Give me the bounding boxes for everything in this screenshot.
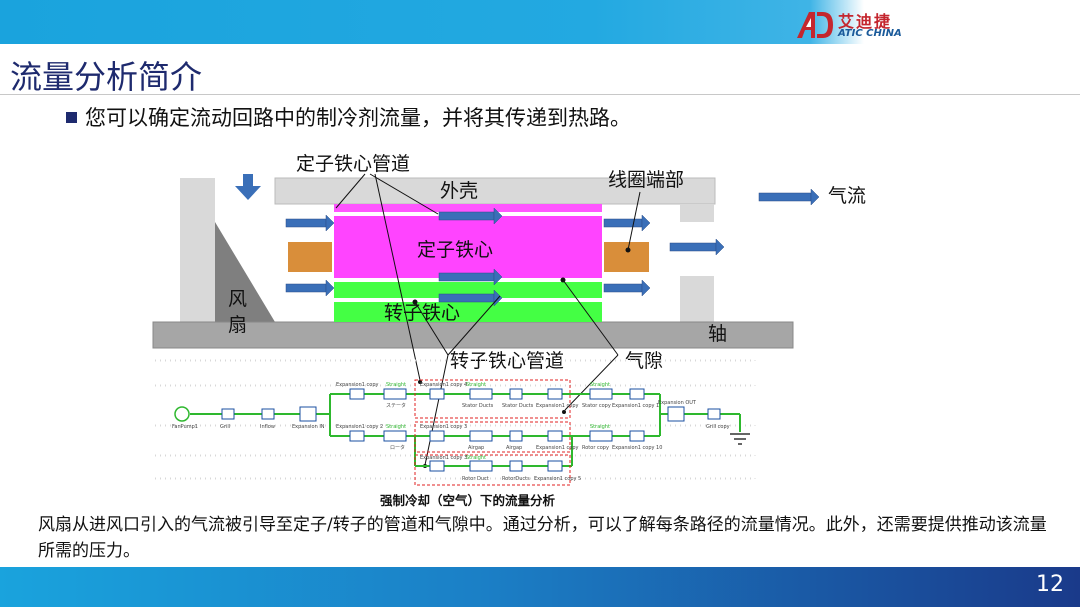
ground-icon [730, 433, 750, 445]
node-label: Expansion1 copy 4 [420, 382, 467, 388]
node-label: FanPump1 [172, 424, 198, 430]
label-fan-1: 风 [228, 288, 247, 310]
node-label: Stator copy [582, 403, 611, 409]
logo-chinese-text: 艾迪捷 [838, 12, 893, 31]
node-label: Airgap [468, 445, 484, 451]
node-label: Inflow [260, 424, 275, 430]
expansion-in-component [299, 406, 317, 422]
node-label: Grill [220, 424, 230, 430]
node-label: Rotor copy [582, 445, 609, 451]
rotor-core [334, 302, 602, 322]
flow-arrow-icon [285, 279, 335, 297]
diagram-caption: 强制冷却（空气）下的流量分析 [380, 493, 556, 508]
node-label: Expansion1 copy 3 [420, 424, 467, 430]
coil-end-left [288, 242, 332, 272]
node-label: Straight [386, 424, 406, 430]
label-shell: 外壳 [440, 180, 478, 202]
expansion-out-component [667, 406, 685, 422]
label-rotor-core: 转子铁心 [384, 302, 460, 324]
bullet-text: 您可以确定流动回路中的制冷剂流量，并将其传递到热路。 [85, 106, 631, 130]
shell-left [180, 178, 215, 322]
node-label: Expansion IN [292, 424, 325, 430]
label-fan-2: 扇 [228, 314, 247, 336]
fan-pump-icon [174, 406, 190, 422]
label-rotor-duct: 转子铁心管道 [450, 350, 564, 372]
node-label: Straight [590, 382, 610, 388]
node-label: Stator Ducts [502, 403, 534, 409]
airgap-highlight [414, 421, 571, 453]
flow-arrow-icon [603, 214, 651, 232]
flow-arrow-icon [438, 207, 503, 225]
flow-arrow-icon [285, 214, 335, 232]
label-air-gap: 气隙 [625, 350, 663, 372]
flow-arrow-icon [603, 279, 651, 297]
footer-bar [0, 567, 1080, 607]
node-label: ステータ [386, 402, 406, 409]
shell-right-upper [680, 204, 714, 222]
node-label: Expansion1 copy 1 [612, 403, 659, 409]
grill-component [221, 408, 235, 420]
label-stator-core: 定子铁心 [417, 239, 493, 261]
node-label: Expansion1 copy [536, 403, 578, 409]
flow-network-schematic: FanPump1 Grill Inflow Expansion IN Expan… [154, 359, 756, 486]
page-title: 流量分析简介 [10, 58, 203, 96]
title-divider [0, 94, 1080, 95]
atic-logo-icon [797, 12, 833, 38]
node-label: Grill copy [706, 424, 730, 430]
inlet-arrow-icon [235, 174, 261, 200]
flow-arrow-icon [669, 238, 725, 256]
fan-blade [215, 222, 275, 322]
node-label: Expansion1 copy 10 [612, 445, 662, 451]
label-stator-duct: 定子铁心管道 [296, 153, 410, 175]
node-label: Expansion1 copy 3 [420, 455, 467, 461]
rotor-duct-highlight [414, 454, 571, 486]
node-label: Straight [466, 382, 486, 388]
node-label: Expansion1 copy 5 [534, 476, 581, 482]
inflow-component [261, 408, 275, 420]
node-label: Rotor Duct [462, 476, 489, 482]
node-label: Expansion OUT [658, 400, 697, 406]
node-label: Airgap [506, 445, 522, 451]
node-label: ロータ [390, 444, 405, 451]
node-label: Straight [386, 382, 406, 388]
airflow-legend-arrow-icon [758, 188, 820, 206]
node-label: Expansion1 copy [536, 445, 578, 451]
label-airflow: 气流 [828, 185, 866, 207]
description-text: 风扇从进风口引入的气流被引导至定子/转子的管道和气隙中。通过分析，可以了解每条路… [38, 515, 1047, 561]
stator-core [334, 216, 602, 278]
node-label: RotorDucts [502, 476, 530, 482]
node-label: Stator Ducts [462, 403, 494, 409]
coil-end-right [604, 242, 649, 272]
logo-english-text: ATIC CHINA [838, 28, 902, 39]
node-label: Expansion1 copy [336, 382, 378, 388]
node-label: Straight [466, 455, 486, 461]
stator-duct-highlight [414, 379, 571, 419]
stator-duct-top [334, 204, 602, 212]
label-shaft: 轴 [708, 323, 727, 345]
bullet-square-icon [66, 111, 77, 123]
bullet-point: 您可以确定流动回路中的制冷剂流量，并将其传递到热路。 [66, 102, 631, 132]
flow-arrow-icon [438, 268, 503, 286]
header-bar [0, 0, 1080, 44]
shell-top [274, 177, 716, 205]
grill-copy-component [707, 408, 721, 420]
node-label: Expansion1 copy 2 [336, 424, 383, 430]
shell-right-lower [680, 276, 714, 322]
node-label: Straight [590, 424, 610, 430]
page-number: 12 [1036, 572, 1064, 597]
label-coil-end: 线圈端部 [608, 169, 684, 191]
